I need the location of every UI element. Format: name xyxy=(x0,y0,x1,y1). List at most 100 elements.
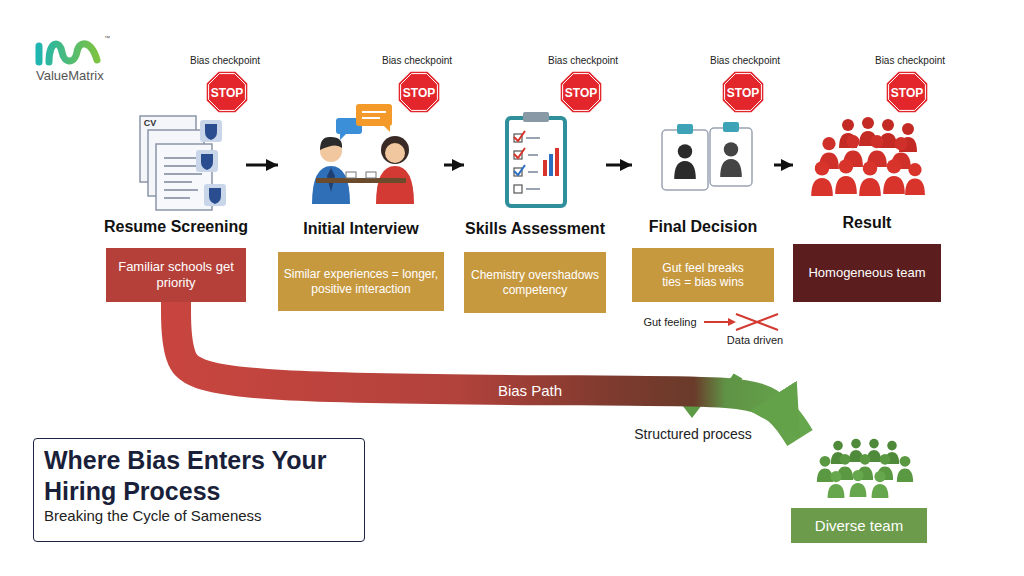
stage-heading: Resume Screening xyxy=(104,218,248,236)
annotation-label: Bias checkpoint xyxy=(190,56,260,66)
annotation-label: Bias checkpoint xyxy=(548,56,618,66)
interview-icon xyxy=(385,143,405,163)
stage-note-box: Familiar schools get priority xyxy=(106,248,246,302)
stage-note-box: Chemistry overshadows competency xyxy=(464,252,606,313)
annotation-label: Bias checkpoint xyxy=(710,56,780,66)
id-badge-icon xyxy=(723,122,739,132)
diverse-crowd xyxy=(897,456,913,482)
interview-icon xyxy=(362,112,386,118)
annotation-label: ™ xyxy=(104,35,110,41)
homogeneous-crowd xyxy=(859,161,881,196)
id-badge-icon xyxy=(710,128,752,186)
homogeneous-crowd xyxy=(905,163,925,195)
flow-arrow xyxy=(246,164,278,167)
stage-note-box: Diverse team xyxy=(791,508,927,543)
interview-icon xyxy=(312,166,350,204)
stage-heading: Initial Interview xyxy=(303,220,419,238)
id-badge-icon xyxy=(662,130,708,190)
stop-sign xyxy=(723,72,764,113)
stop-sign xyxy=(399,72,440,113)
gut-to-data-symbol xyxy=(704,321,728,323)
logo-mark xyxy=(39,44,97,62)
clipboard-icon xyxy=(555,148,559,176)
interview-icon xyxy=(340,134,346,140)
interview-icon xyxy=(346,172,356,178)
interview-icon xyxy=(381,136,409,164)
homogeneous-crowd xyxy=(811,161,833,196)
resume-icon xyxy=(201,154,213,170)
gut-to-data-symbol xyxy=(736,314,778,330)
clipboard-icon xyxy=(507,118,565,206)
logo-mark xyxy=(39,44,97,62)
clipboard-icon xyxy=(507,112,565,206)
edge-label: Bias Path xyxy=(498,383,562,398)
stage-column: Final DecisionGut feel breaks ties = bia… xyxy=(632,108,774,302)
interview-icon xyxy=(384,126,390,132)
annotation-label: Data driven xyxy=(727,335,783,346)
stage-note-box: Homogeneous team xyxy=(793,244,941,302)
structured-arrow xyxy=(692,376,738,404)
id-badge-icon xyxy=(720,142,742,177)
annotation-label: ValueMatrix xyxy=(36,69,104,82)
diagram-subtitle: Breaking the Cycle of Sameness xyxy=(44,507,354,525)
interview-icon xyxy=(320,137,342,150)
stage-heading: Result xyxy=(843,214,892,232)
stage-heading: Skills Assessment xyxy=(465,220,605,238)
interview-icon xyxy=(312,104,414,204)
diverse-crowd xyxy=(828,471,845,498)
flow-arrow xyxy=(774,164,793,167)
interview-icon xyxy=(376,166,414,204)
id-badge-icon xyxy=(677,124,693,134)
clipboard-icon xyxy=(549,154,553,176)
clipboard-icon xyxy=(514,185,522,193)
clipboard-icon xyxy=(543,160,547,176)
homogeneous-crowd xyxy=(835,159,857,194)
id-badge-icon xyxy=(662,122,752,190)
bias-path-band xyxy=(176,302,800,438)
id-badge-icon xyxy=(674,144,696,179)
stop-sign xyxy=(207,72,928,113)
resume-icon xyxy=(140,116,226,210)
resume-icon xyxy=(196,150,218,172)
structured-arrow xyxy=(679,401,705,418)
stop-sign xyxy=(207,72,248,113)
resume-icon xyxy=(205,124,217,140)
gut-to-data-symbol xyxy=(736,314,778,330)
clipboard-icon xyxy=(523,112,549,122)
outcome-box: Diverse team xyxy=(791,438,927,543)
interview-icon xyxy=(356,104,392,126)
diverse-crowd xyxy=(850,470,867,497)
resume-icon xyxy=(200,120,222,142)
annotation-label: Bias checkpoint xyxy=(875,56,945,66)
stage-note-box: Similar experiences = longer, positive i… xyxy=(278,252,444,311)
diagram-title: Where Bias Enters Your Hiring Process xyxy=(44,445,354,507)
stage-column: ResultHomogeneous team xyxy=(793,108,941,302)
clipboard-icon xyxy=(526,138,540,189)
flow-arrow xyxy=(606,164,632,167)
clipboard-icon xyxy=(514,131,525,141)
interview-icon xyxy=(366,172,376,178)
stage-column: Skills AssessmentChemistry overshadows c… xyxy=(464,108,606,313)
stage-heading: Final Decision xyxy=(649,218,757,236)
clipboard-icon xyxy=(514,165,525,175)
gut-to-data-symbol xyxy=(704,314,778,330)
stage-column: Initial InterviewSimilar experiences = l… xyxy=(278,108,444,311)
annotation-label: Bias checkpoint xyxy=(382,56,452,66)
clipboard-icon xyxy=(528,155,538,172)
diverse-crowd xyxy=(817,439,913,498)
clipboard-icon xyxy=(514,148,525,158)
homogeneous-crowd xyxy=(883,159,905,194)
title-box: Where Bias Enters Your Hiring ProcessBre… xyxy=(33,438,365,542)
stop-sign xyxy=(561,72,602,113)
resume-icon xyxy=(209,188,221,204)
stop-sign xyxy=(887,72,928,113)
stage-column: Resume ScreeningFamiliar schools get pri… xyxy=(106,108,246,302)
flow-arrow xyxy=(444,164,464,167)
interview-icon xyxy=(316,178,406,183)
annotation-label: Structured process xyxy=(634,427,752,441)
gut-to-data-symbol xyxy=(728,318,736,326)
resume-icon xyxy=(204,184,226,206)
homogeneous-crowd xyxy=(811,117,925,196)
